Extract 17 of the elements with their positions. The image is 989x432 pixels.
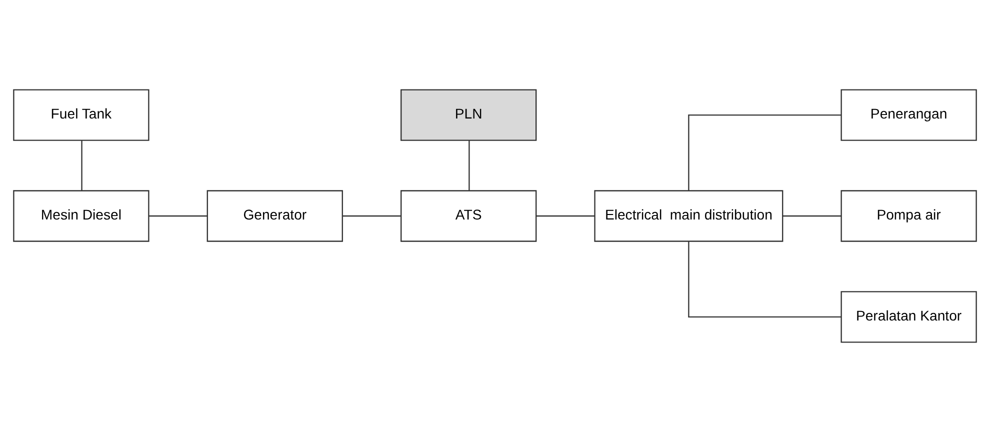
connector (688, 114, 841, 191)
connector (536, 215, 594, 217)
node-box: Fuel Tank (12, 89, 149, 141)
node-box: Penerangan (840, 89, 976, 141)
connector (468, 140, 470, 191)
node-box: ATS (400, 190, 536, 242)
node-box: Pompa air (840, 190, 976, 242)
connector (148, 215, 207, 217)
connector (782, 215, 841, 217)
node-box: Electrical main distribution (594, 190, 783, 242)
connector (688, 241, 841, 318)
node-box: Generator (206, 190, 342, 242)
node-box: Mesin Diesel (12, 190, 149, 242)
connector (342, 215, 400, 217)
node-box: Peralatan Kantor (840, 291, 976, 343)
connector (80, 140, 82, 191)
node-box: PLN (400, 89, 536, 141)
